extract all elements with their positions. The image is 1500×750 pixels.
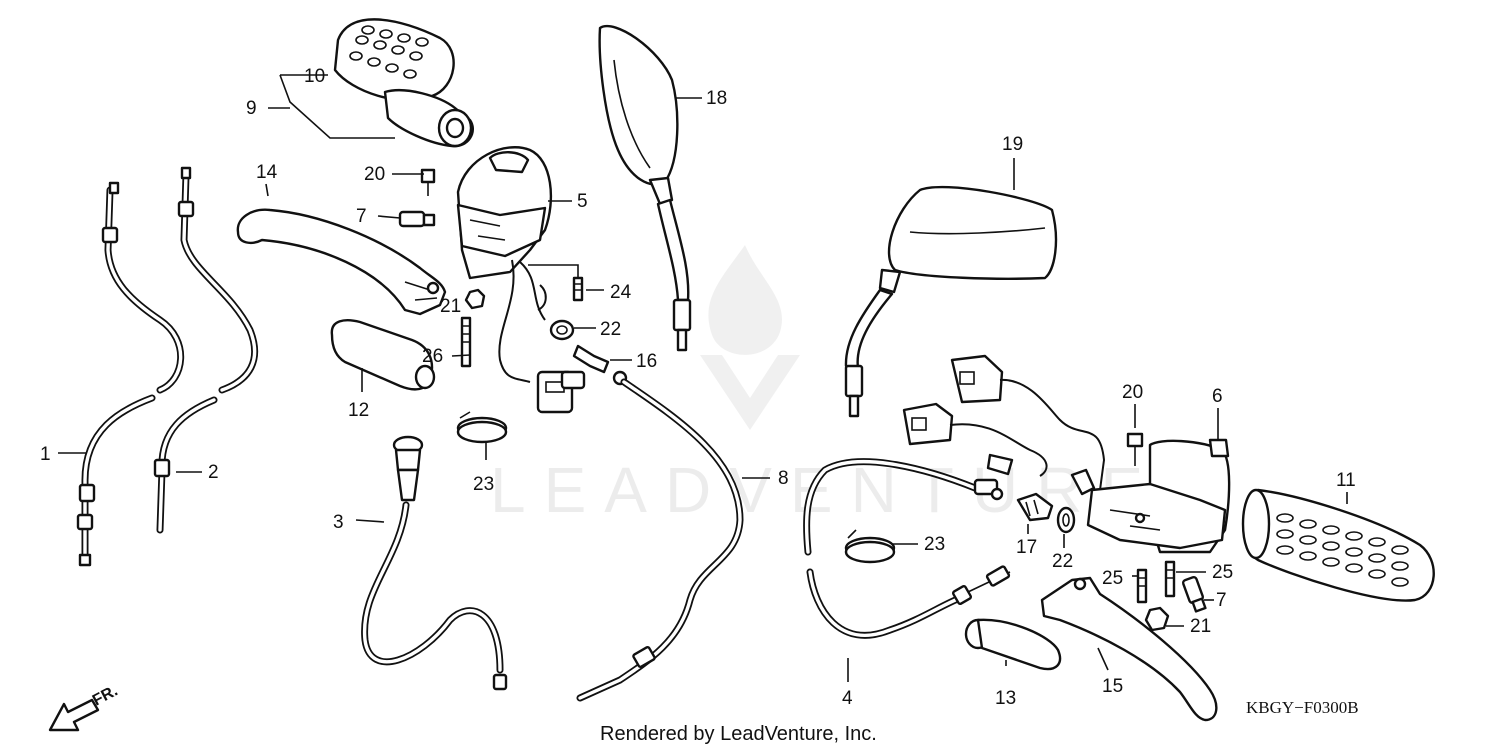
callout-23-right: 23	[924, 534, 945, 555]
part-21-nut-right	[1144, 606, 1170, 632]
part-9-throttle-pipe	[383, 89, 475, 148]
part-4-brake-cable	[803, 458, 1011, 639]
callout-14: 14	[256, 162, 278, 183]
callout-24: 24	[610, 282, 632, 303]
part-20-screw-right	[1126, 432, 1144, 466]
callout-26: 26	[422, 346, 443, 367]
callout-22-right: 22	[1052, 551, 1073, 572]
part-7-switch-right	[1181, 575, 1207, 613]
callout-17: 17	[1016, 537, 1037, 558]
part-25-screw-a	[1136, 568, 1148, 604]
callout-19: 19	[1002, 134, 1023, 155]
watermark: LEADVENTURE	[490, 245, 1143, 526]
part-1-throttle-cable-a	[76, 181, 185, 567]
callout-10: 10	[304, 66, 325, 87]
callout-5: 5	[577, 191, 588, 212]
part-22-collar-left	[549, 319, 575, 341]
part-5-left-switch-housing	[456, 146, 586, 414]
callout-7-left: 7	[356, 206, 367, 227]
part-12-lever-cover	[330, 319, 436, 391]
callout-21-right: 21	[1190, 616, 1211, 637]
front-arrow-icon	[48, 698, 100, 732]
part-20-screw-left	[420, 168, 436, 196]
part-3-choke-cable	[361, 435, 508, 691]
callout-22-left: 22	[600, 319, 621, 340]
callout-16: 16	[636, 351, 657, 372]
diagram-code: KBGY−F0300B	[1246, 698, 1359, 717]
callout-18: 18	[706, 88, 727, 109]
part-22-collar-right	[1056, 506, 1076, 534]
part-18-left-mirror	[598, 25, 692, 352]
callout-2: 2	[208, 462, 219, 483]
right-switch-harness	[902, 354, 1106, 496]
callout-3: 3	[333, 512, 344, 533]
callout-20-left: 20	[364, 164, 385, 185]
callout-6: 6	[1212, 386, 1223, 407]
callout-25-a: 25	[1102, 568, 1123, 589]
part-21-nut-left	[464, 288, 486, 310]
part-26-screw	[460, 316, 472, 368]
callout-23-left: 23	[473, 474, 494, 495]
part-8-clutch-cable	[576, 370, 744, 702]
part-23-clamp-right	[844, 529, 896, 564]
callout-15: 15	[1102, 676, 1123, 697]
callout-9: 9	[246, 98, 257, 119]
part-23-clamp-left	[456, 411, 508, 444]
callout-labels: 10 9 14 20 7 5 24 21 22 26 16 12 23 3 1 …	[40, 66, 1356, 709]
part-15-brake-lever	[1040, 576, 1218, 722]
part-11-right-grip	[1241, 488, 1435, 602]
watermark-flame-icon	[700, 245, 800, 430]
callout-1: 1	[40, 444, 51, 465]
callout-13: 13	[995, 688, 1016, 709]
part-13-lever-cover	[964, 618, 1062, 671]
callout-21-left: 21	[440, 296, 461, 317]
callout-11: 11	[1336, 470, 1356, 491]
part-14-clutch-lever	[236, 208, 447, 316]
part-17-adjuster	[1016, 492, 1054, 522]
part-10-left-grip	[333, 18, 455, 102]
front-direction-indicator: FR.	[48, 682, 121, 732]
callout-25-b: 25	[1212, 562, 1233, 583]
part-6-right-switch-housing	[1086, 438, 1231, 554]
part-25-screw-b	[1164, 560, 1176, 598]
callout-8: 8	[778, 468, 789, 489]
leader-lines	[58, 74, 1348, 682]
part-7-switch-left	[398, 210, 436, 228]
callout-7-right: 7	[1216, 590, 1227, 611]
callout-20-right: 20	[1122, 382, 1143, 403]
part-19-right-mirror	[844, 185, 1058, 418]
part-24-screw	[572, 276, 584, 302]
callout-12: 12	[348, 400, 369, 421]
part-16-adjuster	[572, 344, 610, 374]
credit-text: Rendered by LeadVenture, Inc.	[600, 723, 877, 745]
part-2-throttle-cable-b	[153, 166, 259, 534]
callout-4: 4	[842, 688, 853, 709]
